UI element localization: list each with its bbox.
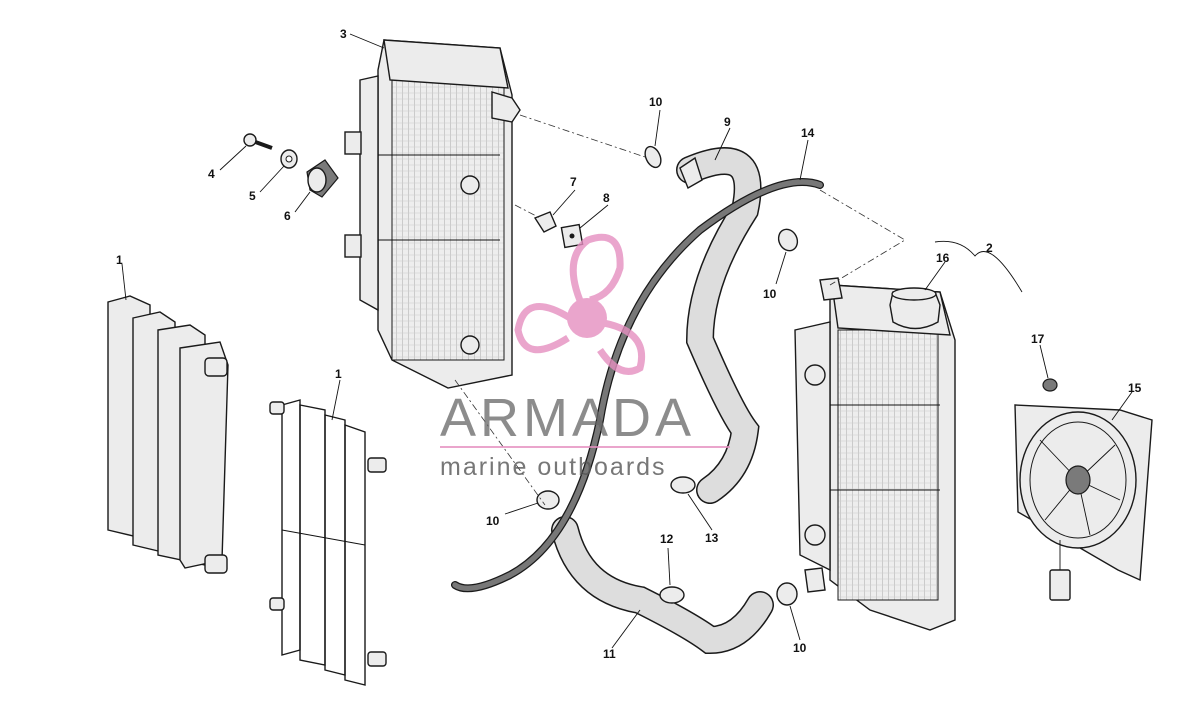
hose-clamp-small-12: [659, 586, 685, 604]
label-1b: 1: [335, 367, 342, 381]
label-12: 12: [660, 532, 674, 546]
hose-clamp-mid: [777, 228, 799, 252]
radiator-cap: [889, 287, 941, 330]
label-8: 8: [603, 191, 610, 205]
assembly-line: [454, 379, 546, 506]
lower-hose: [551, 516, 774, 655]
label-6: 6: [284, 209, 291, 223]
label-16: 16: [936, 251, 950, 265]
right-radiator: [794, 277, 956, 631]
label-14: 14: [801, 126, 815, 140]
callout-labels: 1 1 2 3 4 5 6 7 8 9 10 10 10 10 11 12 13…: [116, 27, 1142, 661]
upper-hose: [676, 147, 762, 504]
radiator-grille-left: [107, 295, 229, 574]
radiator-grille-right: [269, 399, 387, 686]
rubber-grommet: [306, 159, 339, 198]
label-7: 7: [570, 175, 577, 189]
label-15: 15: [1128, 381, 1142, 395]
label-2: 2: [986, 241, 993, 255]
label-13: 13: [705, 531, 719, 545]
spacer-bushing: [533, 211, 557, 233]
label-10d: 10: [793, 641, 807, 655]
watermark-brand: ARMADA: [440, 388, 695, 448]
hose-clamp-small-13: [670, 476, 696, 494]
clip-nut: [560, 223, 584, 249]
cooling-fan: [1014, 404, 1153, 601]
washer: [280, 149, 298, 169]
hose-clamp-top: [644, 145, 662, 169]
label-10b: 10: [763, 287, 777, 301]
left-radiator: [344, 39, 521, 389]
label-5: 5: [249, 189, 256, 203]
group-bracket: [934, 240, 1023, 293]
label-10c: 10: [486, 514, 500, 528]
label-4: 4: [208, 167, 215, 181]
armada-logo-propeller-icon: [514, 233, 646, 375]
hose-clamp-lower-right: [776, 582, 798, 606]
label-3: 3: [340, 27, 347, 41]
label-11: 11: [603, 647, 616, 661]
label-1a: 1: [116, 253, 123, 267]
watermark-tagline: marine outboards: [440, 453, 667, 481]
assembly-line: [819, 189, 906, 286]
label-10a: 10: [649, 95, 663, 109]
leader-lines: [121, 33, 1133, 649]
hose-clamp-lower-left: [536, 490, 560, 510]
assembly-line: [519, 114, 649, 159]
label-17: 17: [1031, 332, 1045, 346]
fan-mount-grommet: [1042, 378, 1058, 392]
assembly-line: [514, 204, 541, 219]
bolt: [243, 133, 273, 150]
overflow-hose: [451, 178, 824, 593]
label-9: 9: [724, 115, 731, 129]
